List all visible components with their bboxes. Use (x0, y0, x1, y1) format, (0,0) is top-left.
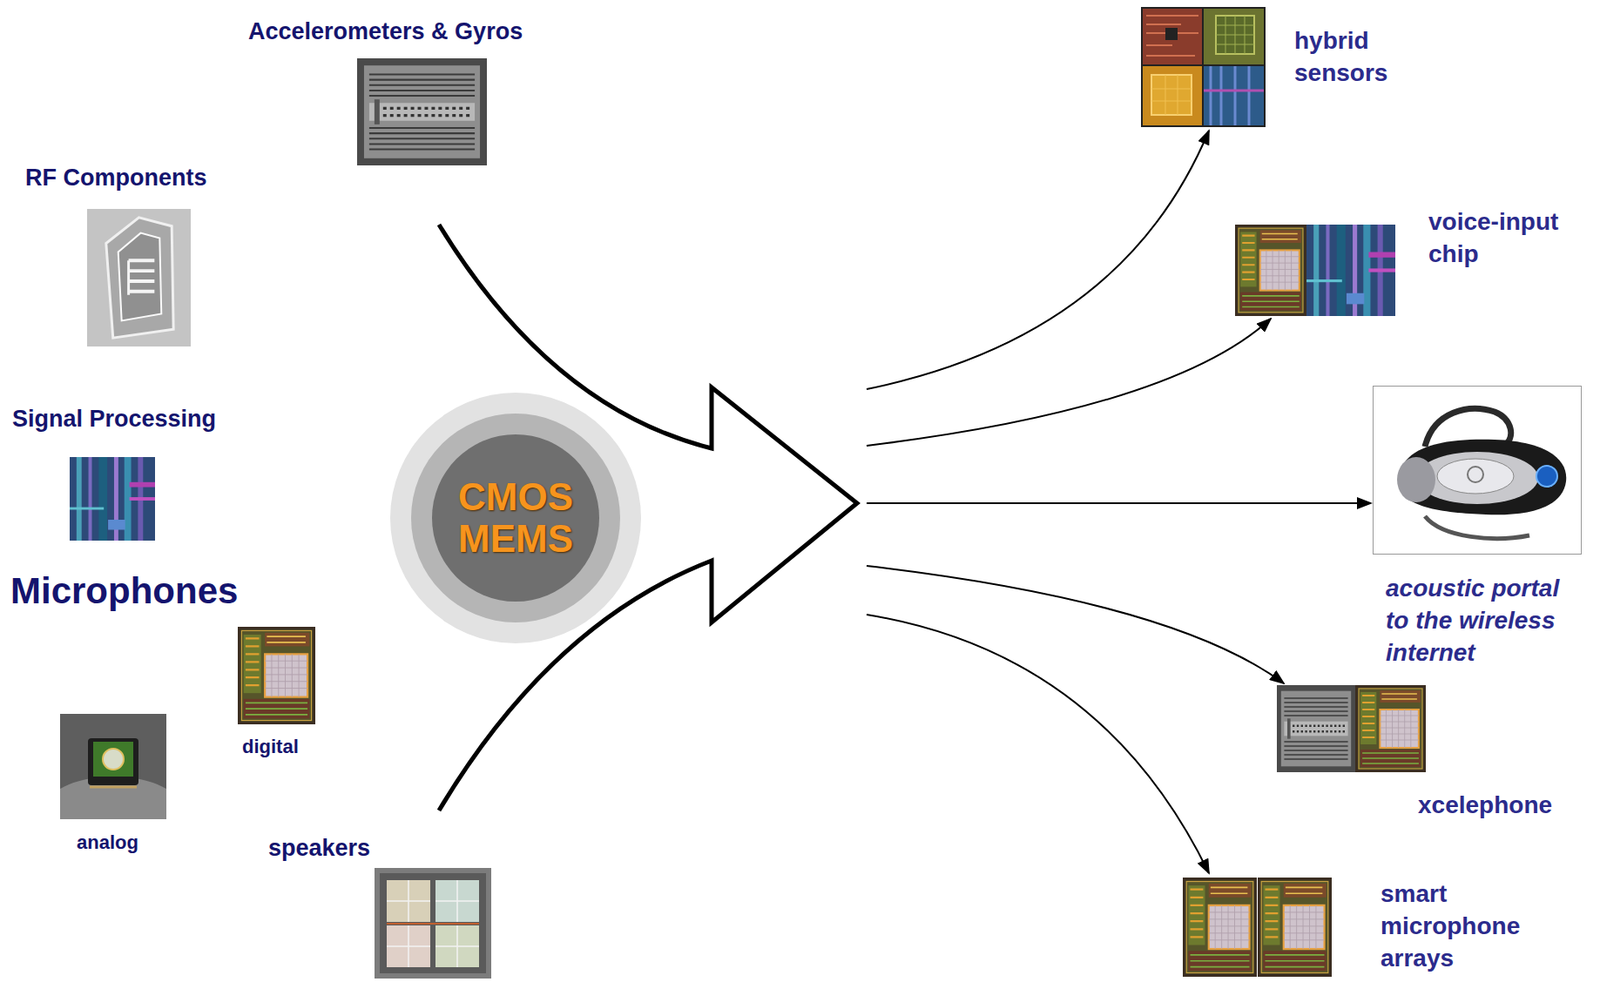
part-label: analog (76, 831, 139, 855)
connector-arrow (866, 566, 1284, 684)
chip-image (1182, 877, 1257, 978)
accelerometer-image (357, 58, 487, 166)
inner-disc (432, 434, 600, 602)
merge-arrow (438, 224, 858, 811)
chip-image (1355, 685, 1426, 773)
digital-mic-image (237, 627, 316, 725)
part-label: Microphones (10, 570, 238, 613)
chip-image (1306, 224, 1396, 317)
analog-mic-image (43, 714, 183, 847)
connector-arrow (866, 130, 1209, 390)
hybrid-image (1140, 6, 1266, 128)
outer-ring (390, 392, 642, 644)
application-node: smart microphone arrays (1181, 873, 1552, 980)
node-caption: hybrid sensors (1294, 24, 1408, 89)
output-images (1140, 6, 1582, 978)
part-label: Accelerometers & Gyros (248, 17, 523, 46)
middle-ring (411, 413, 621, 623)
connector-arrow (866, 502, 1371, 505)
connector-arrow (866, 614, 1209, 874)
part-label: speakers (268, 834, 371, 863)
headset-image (1373, 386, 1582, 555)
application-node: acoustic portal to the wireless internet (1370, 384, 1596, 673)
node-caption: voice-input chip (1428, 205, 1581, 271)
chip-image (1257, 877, 1332, 978)
part-label: RF Components (25, 163, 208, 192)
node-caption: acoustic portal to the wireless internet (1385, 572, 1581, 669)
node-caption: xcelephone (1417, 789, 1553, 822)
node-caption: CMOS MEMS (441, 476, 590, 561)
speaker-image (374, 868, 492, 979)
node-caption: smart microphone arrays (1380, 877, 1529, 975)
application-node: voice-input chip (1233, 205, 1587, 319)
chip-image (1276, 685, 1356, 773)
part-label: Signal Processing (12, 405, 217, 433)
rf-image (87, 209, 191, 347)
application-node: hybrid sensors (1139, 5, 1418, 131)
part-label: digital (242, 735, 299, 759)
chip-image (1235, 224, 1307, 317)
application-node: xcelephone (1275, 683, 1572, 825)
hub-circle (390, 392, 642, 644)
connector-arrow (866, 318, 1271, 446)
signal-image (69, 457, 156, 541)
hub-node: CMOS MEMS (390, 387, 867, 649)
